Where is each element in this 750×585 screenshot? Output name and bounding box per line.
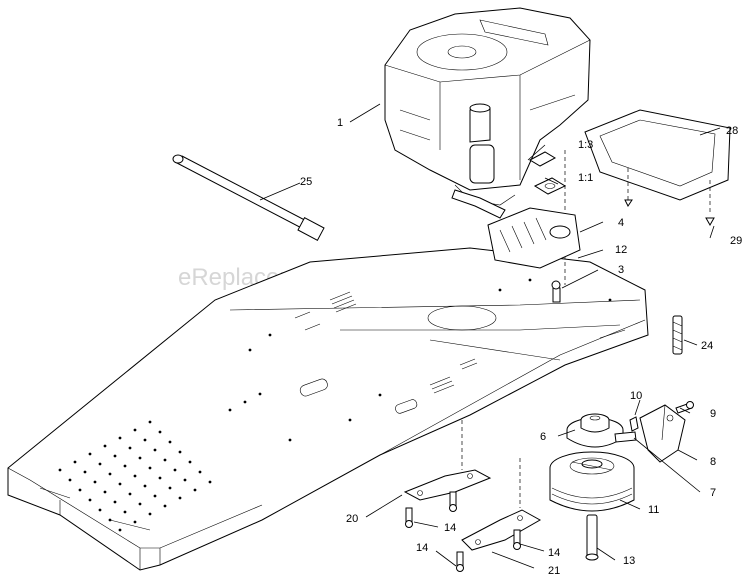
callout-6: 6 bbox=[540, 431, 546, 443]
callout-1: 1 bbox=[337, 117, 343, 129]
callout-12: 12 bbox=[615, 244, 627, 256]
exhaust-gasket bbox=[528, 151, 567, 195]
callout-14-right: 14 bbox=[548, 547, 560, 559]
callout-29: 29 bbox=[730, 235, 742, 247]
clutch-bracket bbox=[639, 404, 686, 463]
engine-pulley bbox=[566, 413, 624, 448]
callout-13: 13 bbox=[623, 555, 635, 567]
bracket-bolt bbox=[675, 401, 694, 414]
callout-4: 4 bbox=[618, 217, 624, 229]
callout-24: 24 bbox=[701, 340, 713, 352]
leader-lines bbox=[259, 103, 721, 569]
deck-hole-pattern bbox=[58, 278, 612, 532]
callout-10: 10 bbox=[630, 390, 642, 402]
left-bracket bbox=[403, 469, 492, 501]
engine bbox=[384, 7, 591, 285]
callout-20: 20 bbox=[346, 513, 358, 525]
callout-1-1: 1:1 bbox=[578, 172, 593, 184]
clutch-bolt bbox=[585, 514, 599, 561]
bracket-bolts bbox=[405, 491, 521, 572]
callout-25: 25 bbox=[300, 176, 312, 188]
callout-14-left: 14 bbox=[444, 522, 456, 534]
pto-shaft bbox=[172, 154, 325, 242]
callout-21: 21 bbox=[548, 565, 560, 577]
callout-28: 28 bbox=[726, 125, 738, 137]
mower-frame bbox=[7, 247, 649, 571]
callout-14-bottom: 14 bbox=[416, 542, 428, 554]
right-bracket bbox=[461, 509, 542, 551]
muffler bbox=[451, 189, 581, 269]
spring-pin bbox=[672, 315, 683, 355]
callout-9: 9 bbox=[710, 408, 716, 420]
spacer bbox=[614, 431, 637, 443]
callouts: 1 1:3 1:1 28 25 4 29 12 3 24 10 9 6 8 7 … bbox=[300, 117, 742, 577]
callout-11: 11 bbox=[648, 504, 659, 516]
callout-1-3: 1:3 bbox=[578, 139, 593, 151]
callout-7: 7 bbox=[710, 487, 716, 499]
heat-shield bbox=[584, 109, 731, 227]
muffler-bolt bbox=[551, 280, 561, 303]
key bbox=[629, 416, 639, 432]
callout-3: 3 bbox=[618, 264, 624, 276]
callout-8: 8 bbox=[710, 456, 716, 468]
pto-clutch bbox=[549, 451, 635, 512]
